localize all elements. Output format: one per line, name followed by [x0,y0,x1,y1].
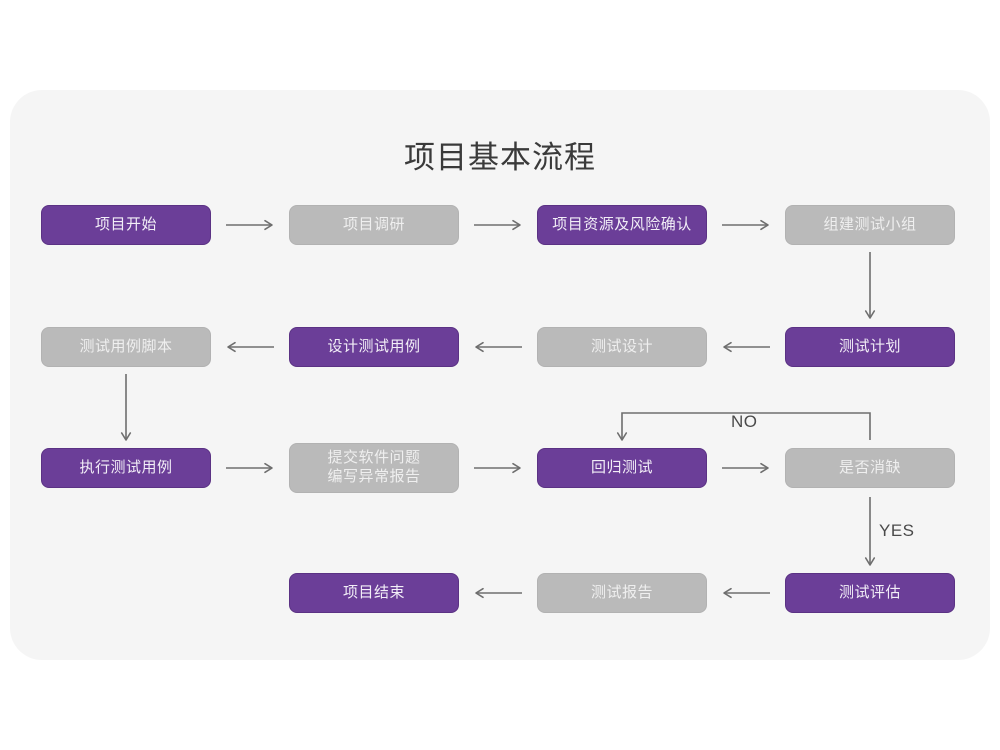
node-test-evaluation[interactable]: 测试评估 [785,573,955,613]
node-defect-cleared[interactable]: 是否消缺 [785,448,955,488]
node-label: 回归测试 [590,458,653,476]
node-label: 测试计划 [838,337,901,355]
node-design-test-case[interactable]: 设计测试用例 [289,327,459,367]
node-build-test-team[interactable]: 组建测试小组 [785,205,955,245]
node-label: 项目调研 [342,215,405,233]
node-label: 项目结束 [342,583,405,601]
node-test-report[interactable]: 测试报告 [537,573,707,613]
node-test-plan[interactable]: 测试计划 [785,327,955,367]
node-label: 执行测试用例 [79,458,173,476]
node-project-start[interactable]: 项目开始 [41,205,211,245]
node-submit-issue-report[interactable]: 提交软件问题 编写异常报告 [289,443,459,493]
node-test-case-script[interactable]: 测试用例脚本 [41,327,211,367]
node-label: 测试用例脚本 [79,337,173,355]
node-label: 测试设计 [590,337,653,355]
node-resource-risk-confirm[interactable]: 项目资源及风险确认 [537,205,707,245]
node-test-design[interactable]: 测试设计 [537,327,707,367]
node-label: 项目资源及风险确认 [552,215,692,233]
node-label: 是否消缺 [838,458,901,476]
node-label: 项目开始 [94,215,157,233]
edge-label-no: NO [731,412,758,431]
page-title: 项目基本流程 [404,140,596,175]
node-label: 提交软件问题 编写异常报告 [327,449,421,485]
node-project-end[interactable]: 项目结束 [289,573,459,613]
node-label: 组建测试小组 [823,215,917,233]
edge-label-yes: YES [879,521,915,540]
node-execute-test-case[interactable]: 执行测试用例 [41,448,211,488]
node-regression-test[interactable]: 回归测试 [537,448,707,488]
node-project-research[interactable]: 项目调研 [289,205,459,245]
node-label: 测试报告 [590,583,653,601]
node-label: 设计测试用例 [327,337,421,355]
node-label: 测试评估 [838,583,901,601]
diagram-card [10,90,990,660]
